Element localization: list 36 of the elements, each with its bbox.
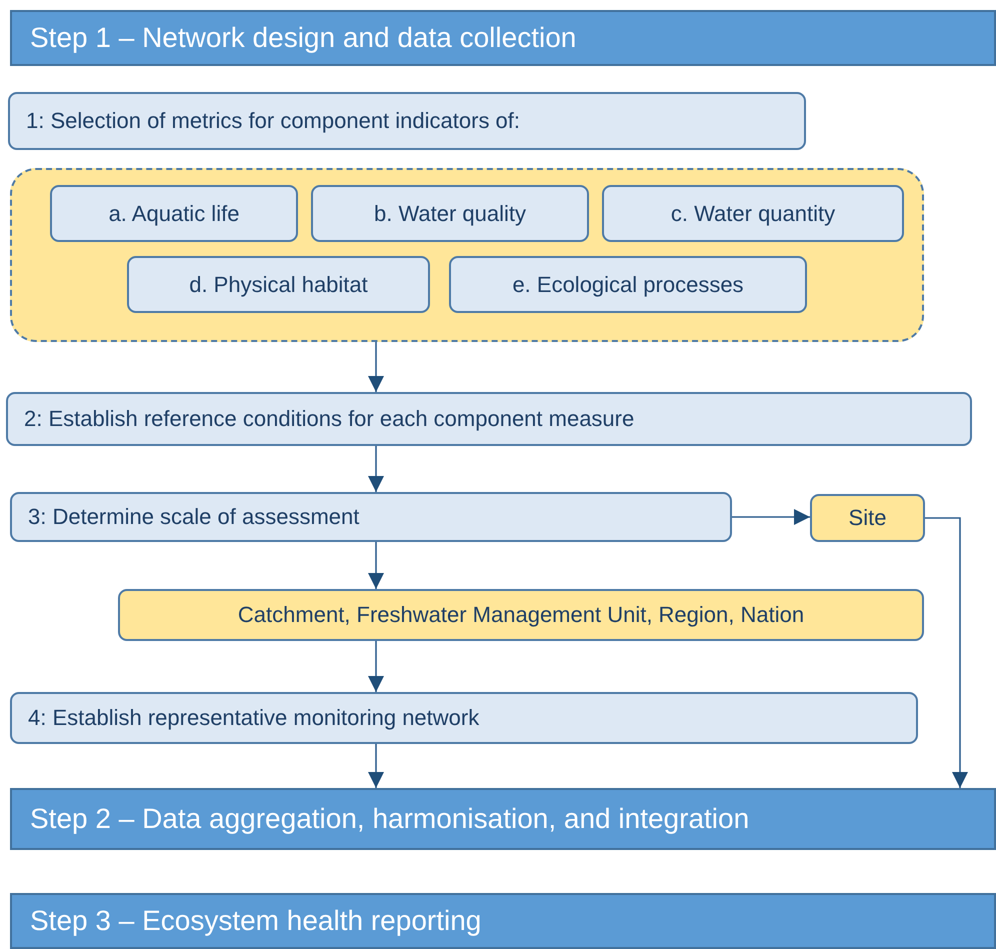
box-label: 2: Establish reference conditions for each component measure bbox=[24, 406, 634, 432]
box-label: 3: Determine scale of assessment bbox=[28, 504, 360, 530]
step-header-title: Step 1 – Network design and data collection bbox=[30, 22, 576, 54]
process-box bbox=[8, 92, 806, 150]
box-label: 1: Selection of metrics for component indicators of: bbox=[26, 108, 520, 134]
process-box bbox=[50, 185, 298, 242]
process-box bbox=[10, 492, 732, 542]
box-label: Catchment, Freshwater Management Unit, Region, Nation bbox=[238, 602, 804, 628]
dashed-group-box bbox=[10, 168, 924, 342]
process-box bbox=[127, 256, 430, 313]
arrow bbox=[368, 342, 384, 392]
box-label: b. Water quality bbox=[374, 200, 526, 226]
option-box bbox=[810, 494, 925, 542]
box-label: c. Water quantity bbox=[670, 200, 836, 226]
arrow bbox=[368, 542, 384, 589]
arrow bbox=[368, 641, 384, 692]
arrow bbox=[732, 509, 810, 525]
box-label: d. Physical habitat bbox=[189, 272, 368, 298]
process-box bbox=[6, 392, 972, 446]
box-label: a. Aquatic life bbox=[108, 200, 240, 226]
step-header-title: Step 3 – Ecosystem health reporting bbox=[30, 905, 482, 937]
step-header-band bbox=[10, 893, 996, 949]
option-box bbox=[118, 589, 924, 641]
arrow bbox=[368, 446, 384, 492]
step-header-band bbox=[10, 10, 996, 66]
step-header-band bbox=[10, 788, 996, 850]
box-label: Site bbox=[848, 505, 886, 531]
process-box bbox=[449, 256, 807, 313]
box-label: 4: Establish representative monitoring network bbox=[28, 705, 480, 731]
arrow bbox=[925, 517, 968, 788]
box-label: e. Ecological processes bbox=[512, 272, 744, 298]
step-header-title: Step 2 – Data aggregation, harmonisation, and integration bbox=[30, 803, 750, 835]
arrow bbox=[368, 744, 384, 788]
process-box bbox=[602, 185, 904, 242]
process-box bbox=[311, 185, 589, 242]
process-box bbox=[10, 692, 918, 744]
